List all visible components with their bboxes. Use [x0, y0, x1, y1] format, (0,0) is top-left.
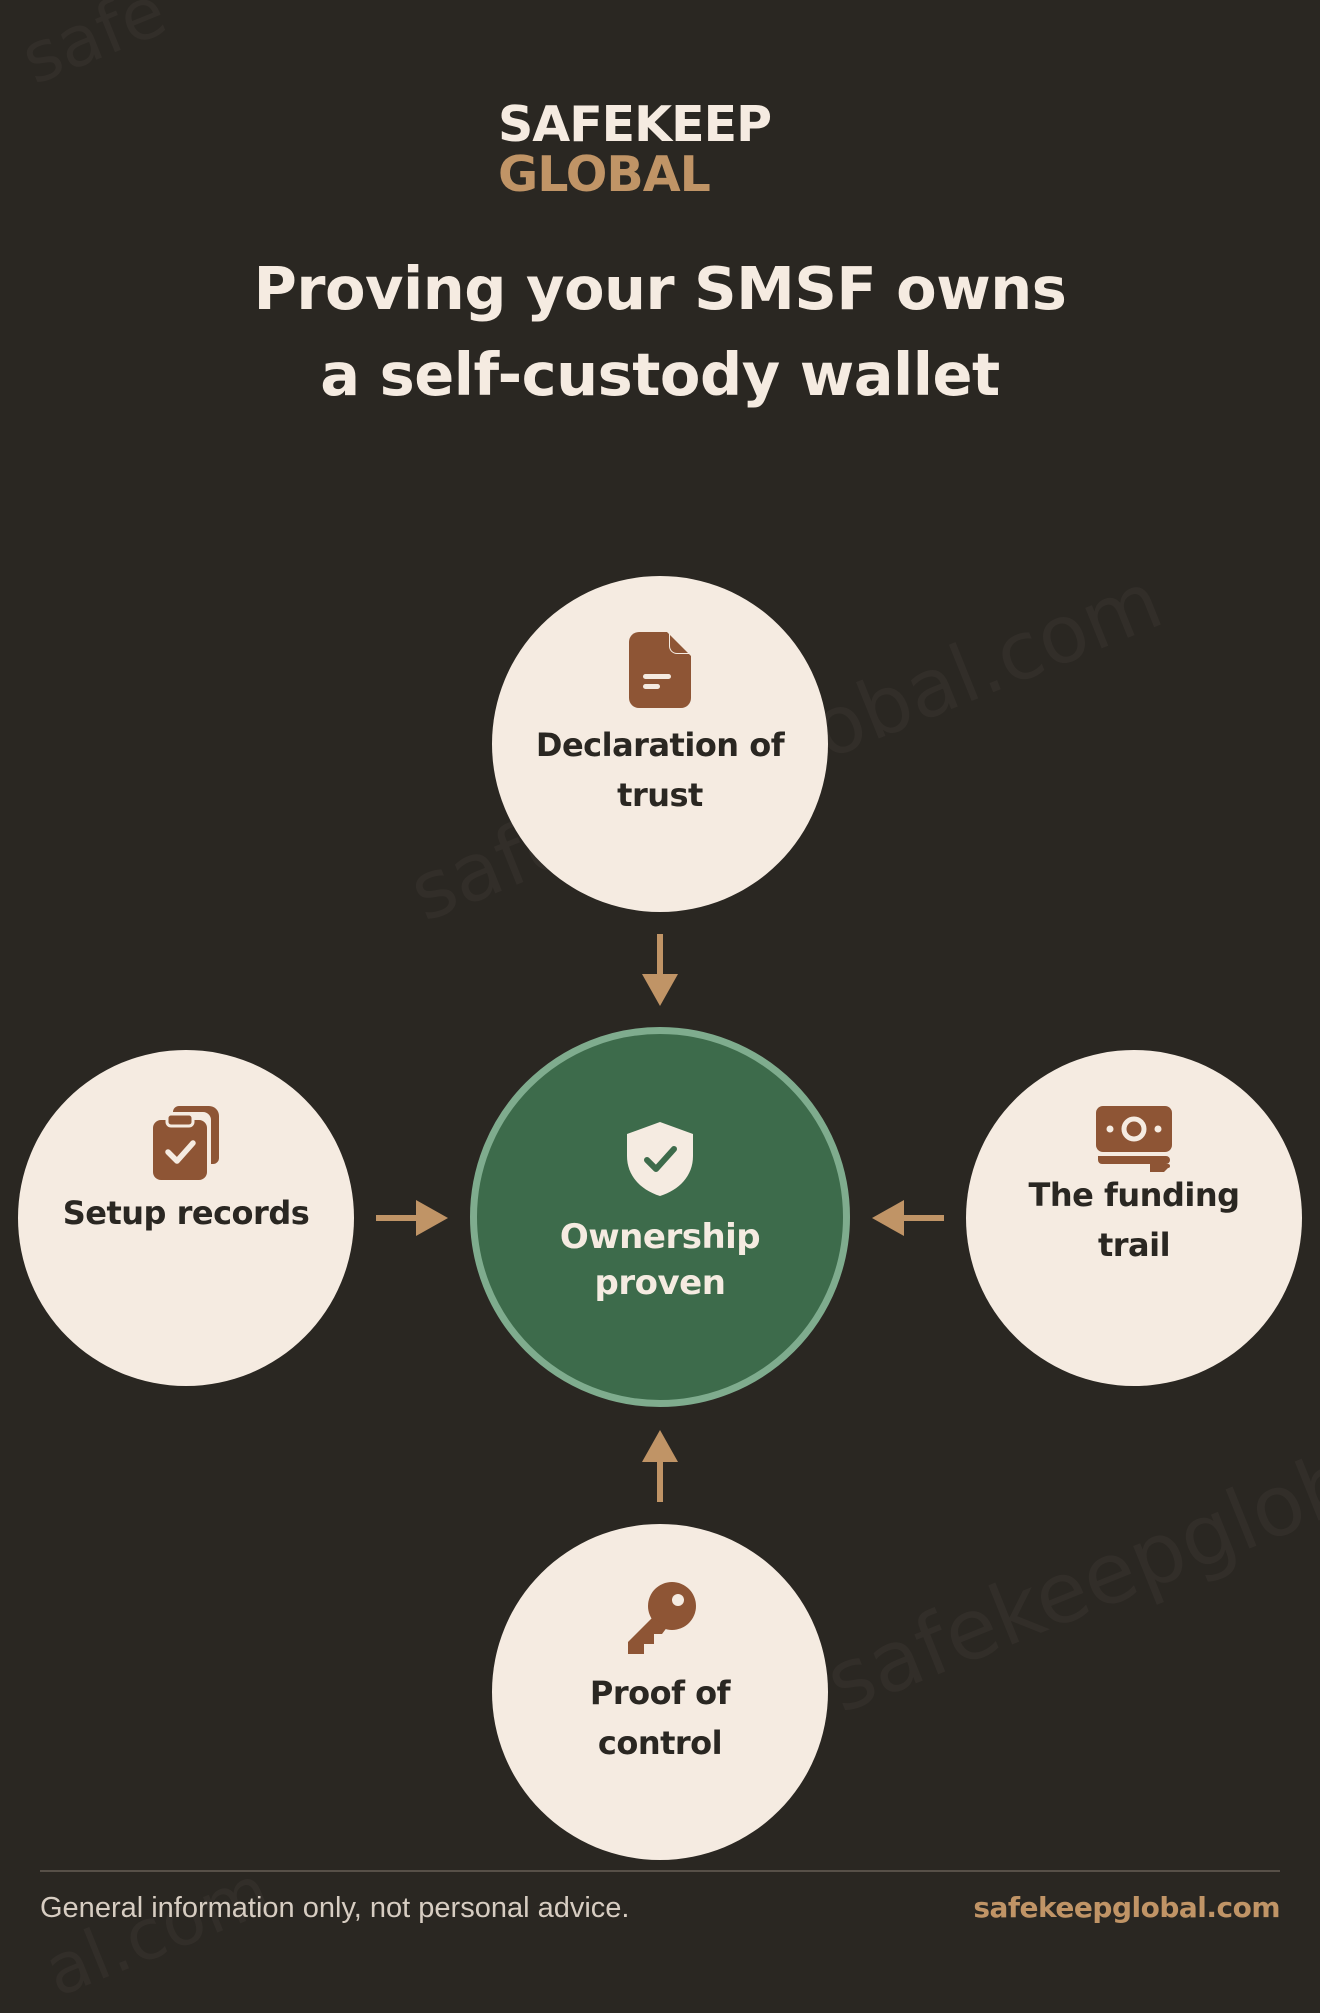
watermark-text: safekeepglobal.com	[812, 1326, 1320, 1732]
document-icon	[629, 632, 691, 712]
node-label-line-1: Proof of	[589, 1674, 731, 1712]
node-label-line-1: Setup records	[62, 1194, 310, 1232]
node-funding-trail: The funding trail	[966, 1050, 1302, 1386]
arrow-right-icon	[376, 1200, 448, 1236]
shield-check-icon	[625, 1122, 695, 1200]
clipboard-check-icon	[153, 1106, 219, 1184]
node-label-line-2: trail	[1097, 1226, 1171, 1264]
footer-website-link[interactable]: safekeepglobal.com	[973, 1891, 1280, 1924]
brand-logo: SAFEKEEP GLOBAL	[498, 96, 772, 203]
node-label-line-2: control	[597, 1724, 723, 1762]
logo-line-1: SAFEKEEP	[498, 96, 772, 153]
node-setup-records: Setup records	[18, 1050, 354, 1386]
footer-divider	[40, 1870, 1280, 1872]
watermark-text: safe	[9, 0, 178, 101]
node-declaration-of-trust: Declaration of trust	[492, 576, 828, 912]
logo-line-2: GLOBAL	[498, 146, 711, 203]
node-label-line-1: The funding	[1028, 1176, 1241, 1214]
center-label: Ownership proven	[497, 1214, 823, 1306]
node-label: Proof of control	[516, 1668, 804, 1768]
node-ownership-proven: Ownership proven	[470, 1027, 850, 1407]
center-label-line-2: proven	[594, 1263, 726, 1303]
title-line-1: Proving your SMSF owns	[253, 254, 1067, 323]
center-label-line-1: Ownership	[559, 1217, 761, 1257]
node-label: Declaration of trust	[516, 720, 804, 820]
arrow-up-icon	[642, 1430, 678, 1502]
node-label: Setup records	[42, 1188, 330, 1238]
watermark-text: al.com	[33, 1849, 281, 2013]
node-label-line-2: trust	[617, 776, 703, 814]
node-label: The funding trail	[990, 1170, 1278, 1270]
footer-disclaimer: General information only, not personal a…	[40, 1892, 630, 1924]
key-icon	[622, 1580, 698, 1660]
title-line-2: a self-custody wallet	[320, 340, 1000, 409]
banknote-icon	[1096, 1106, 1172, 1176]
arrow-down-icon	[642, 934, 678, 1006]
page-title: Proving your SMSF owns a self-custody wa…	[0, 246, 1320, 418]
arrow-left-icon	[872, 1200, 944, 1236]
node-proof-of-control: Proof of control	[492, 1524, 828, 1860]
node-label-line-1: Declaration of	[535, 726, 785, 764]
